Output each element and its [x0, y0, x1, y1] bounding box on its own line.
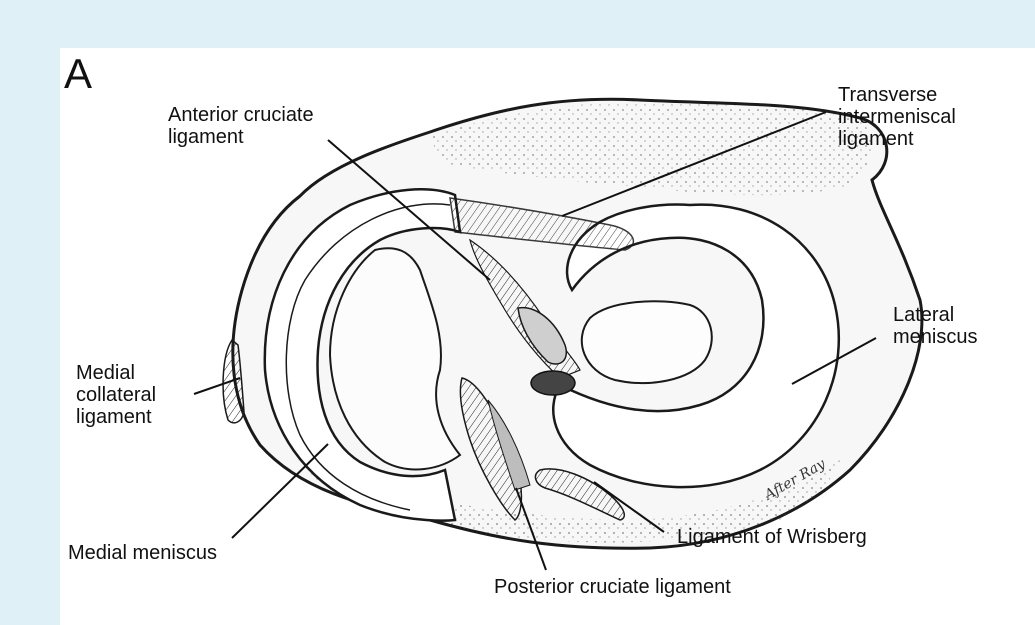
panel-letter: A — [64, 52, 92, 96]
label-ligament-of-wrisberg: Ligament of Wrisberg — [677, 526, 867, 548]
label-medial-collateral-ligament: Medial collateral ligament — [76, 362, 156, 428]
intercondylar-fossa — [531, 371, 575, 395]
label-anterior-cruciate-ligament: Anterior cruciate ligament — [168, 104, 314, 148]
label-medial-meniscus: Medial meniscus — [68, 542, 217, 564]
label-posterior-cruciate-ligament: Posterior cruciate ligament — [494, 576, 731, 598]
lateral-articular-surface — [582, 301, 712, 383]
label-lateral-meniscus: Lateral meniscus — [893, 304, 977, 348]
label-transverse-intermeniscal-ligament: Transverse intermeniscal ligament — [838, 84, 956, 150]
